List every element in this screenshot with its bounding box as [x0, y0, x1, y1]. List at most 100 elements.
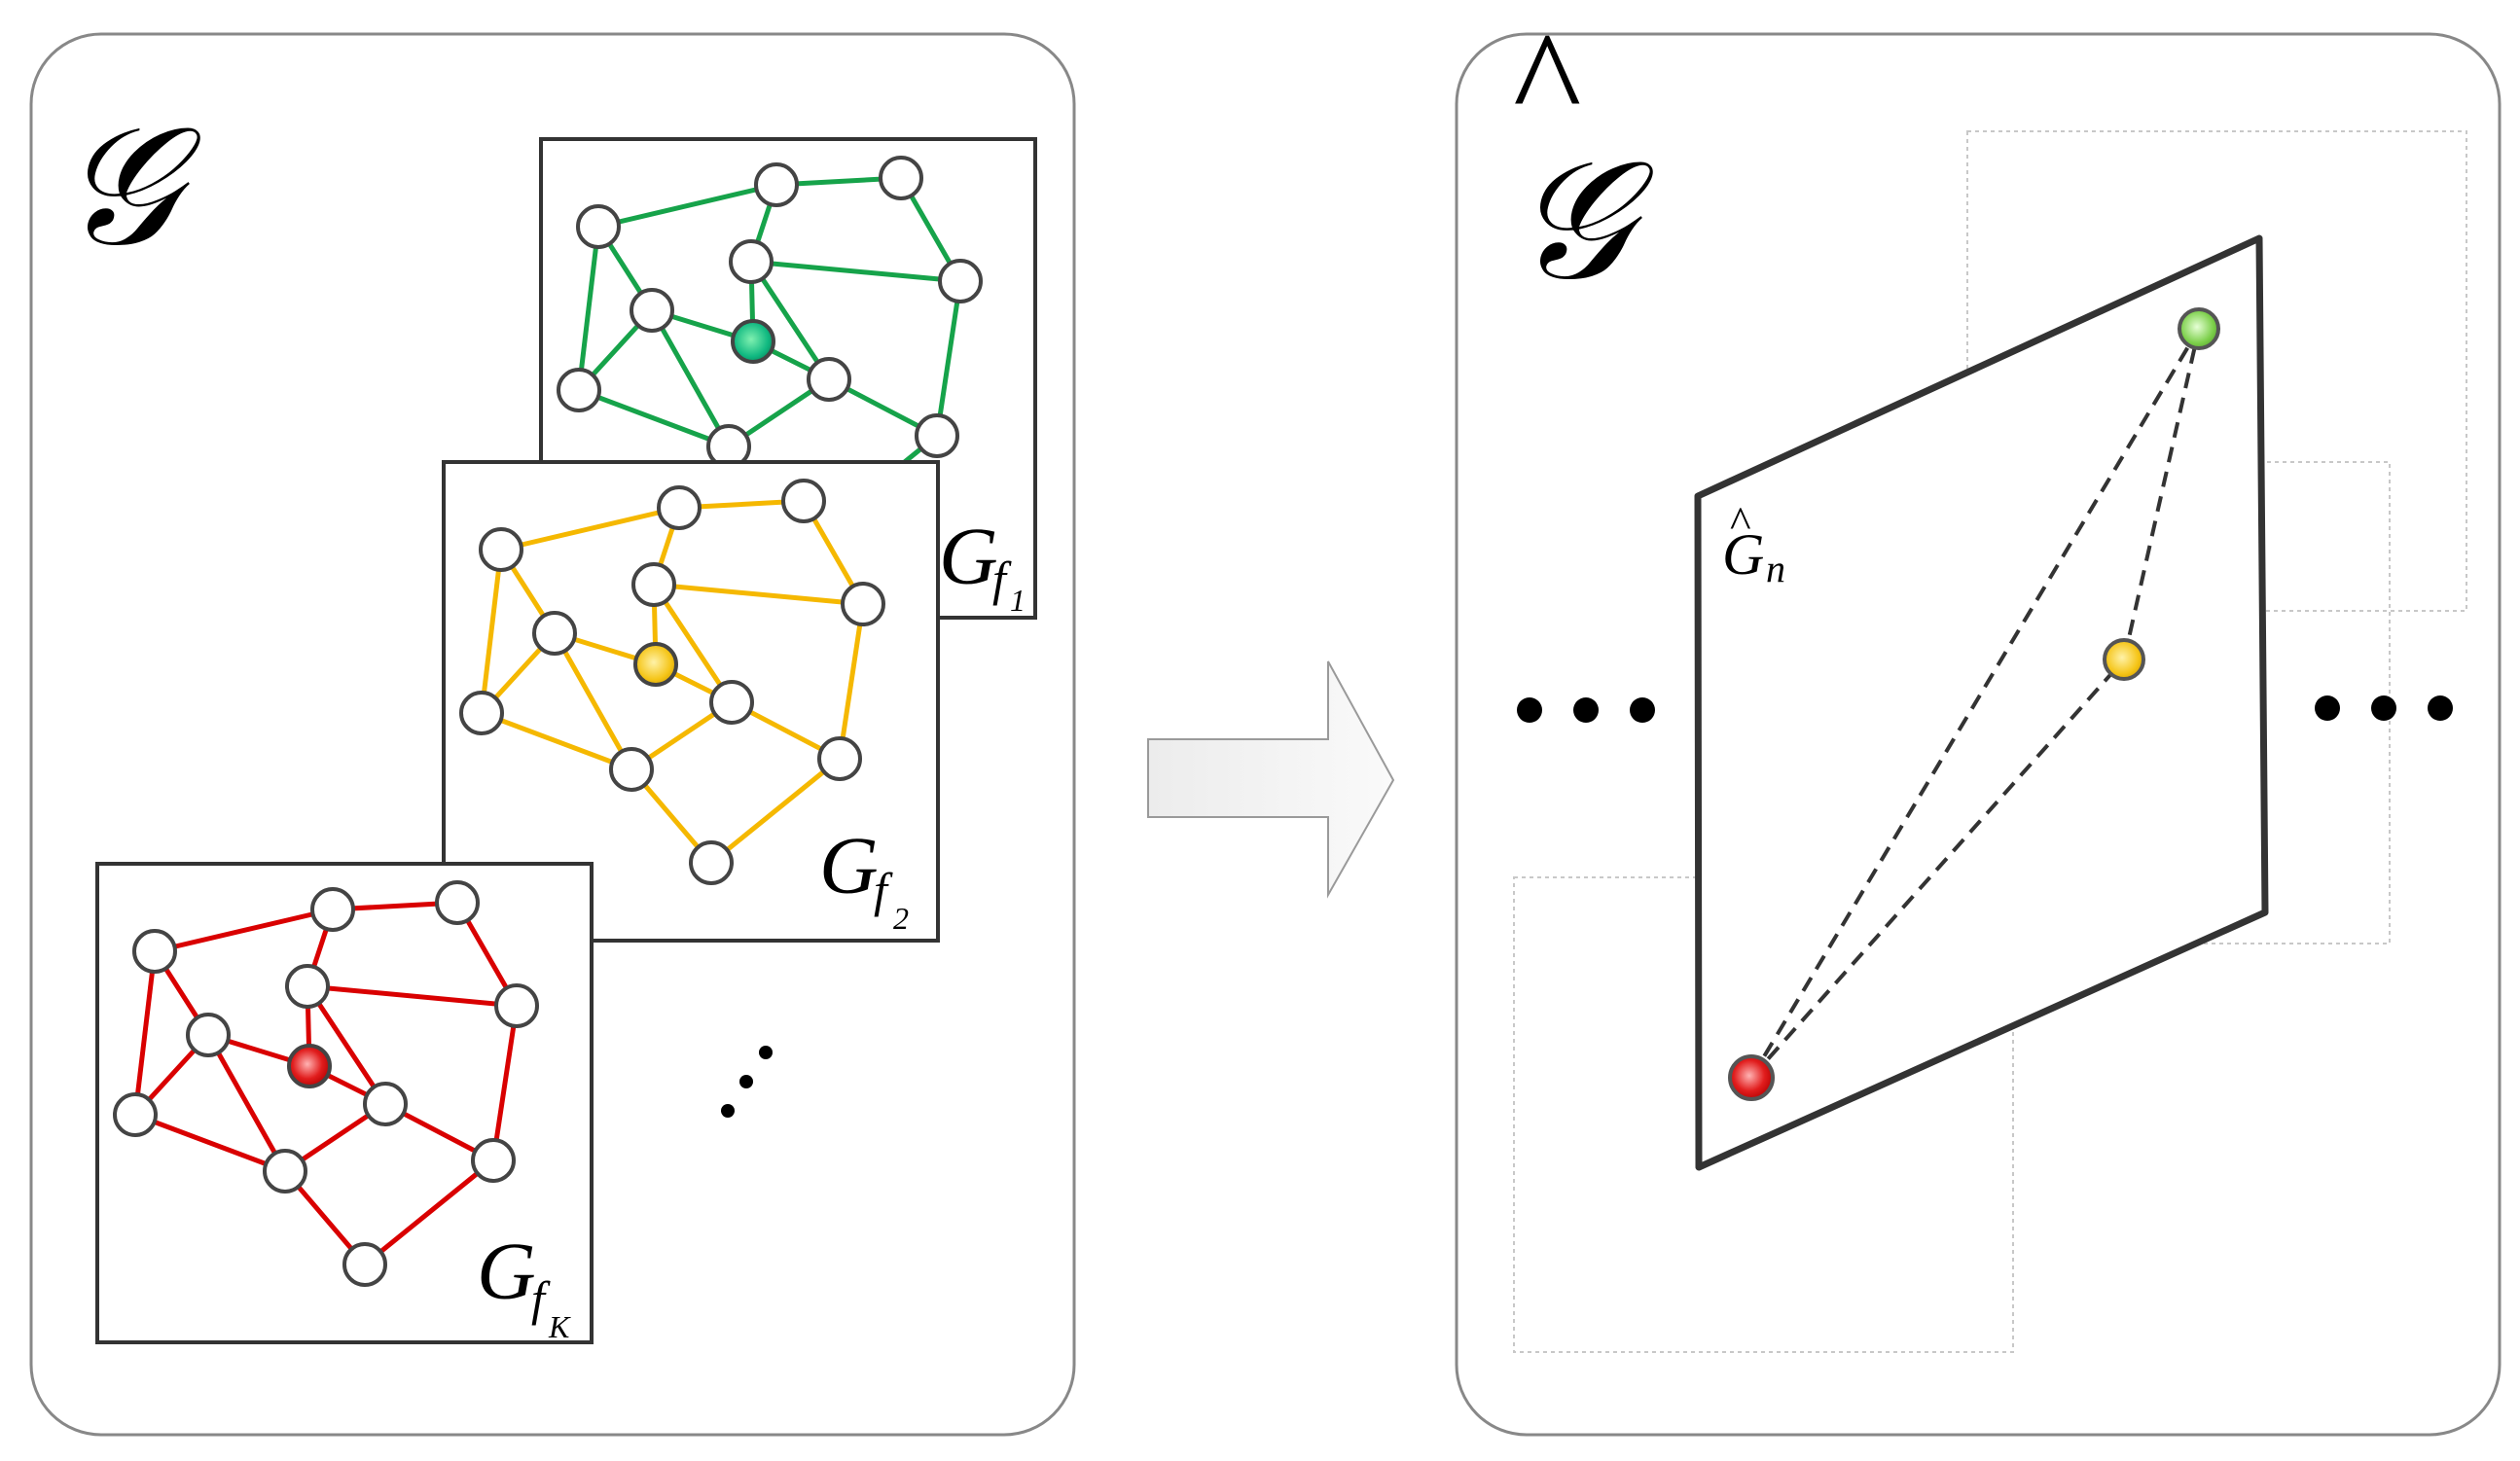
graph-f2-nodes	[459, 479, 885, 885]
graph-node	[186, 1013, 231, 1057]
graph-f1-label: G	[939, 512, 998, 602]
node-yellow	[2103, 638, 2145, 681]
graph-node	[113, 1092, 158, 1137]
graph-node	[709, 680, 754, 725]
graph-edge	[748, 260, 832, 381]
graph-node	[471, 1138, 516, 1183]
graph-node	[363, 1082, 408, 1126]
link-yellow-green	[2122, 328, 2201, 660]
graph-node	[576, 204, 621, 249]
graph-edge	[750, 259, 961, 284]
graph-fK-label-subsub: K	[548, 1309, 571, 1344]
graph-edge	[481, 710, 632, 772]
graph-node	[631, 562, 676, 607]
graph-node	[459, 691, 504, 735]
graph-edge	[837, 603, 866, 760]
transform-arrow	[1147, 660, 1395, 899]
plane-label-hat: ^	[1730, 497, 1751, 547]
graph-node	[557, 368, 601, 412]
graph-fK-label: G	[477, 1227, 536, 1317]
left-panel: 𝒢 G f 1 G f 2 G f K	[29, 32, 1076, 1437]
graph-node	[689, 840, 734, 885]
graph-edge	[576, 226, 601, 391]
graph-node	[915, 413, 959, 458]
graph-edge	[363, 1158, 495, 1266]
graph-edge	[500, 505, 680, 552]
graph-stack-ellipsis	[721, 1046, 773, 1118]
graph-node	[342, 1242, 387, 1287]
ellipsis-dot	[1517, 697, 1542, 723]
plane-links	[1749, 327, 2201, 1080]
ellipsis-dot	[2371, 695, 2396, 721]
ellipsis-dot	[1573, 697, 1599, 723]
graph-fK: G f K	[95, 862, 594, 1344]
graph-center-node	[633, 642, 678, 687]
graph-f2-label: G	[819, 821, 879, 911]
graph-center-node	[731, 319, 775, 364]
plane-label: G	[1722, 522, 1764, 587]
node-red	[1728, 1054, 1775, 1101]
right-panel-symbol: 𝒢	[1513, 130, 1654, 313]
background-plane-top-right	[1966, 130, 2467, 612]
graph-node	[807, 357, 851, 402]
graph-node	[754, 162, 799, 207]
graph-edge	[306, 983, 518, 1009]
graph-edge	[132, 950, 158, 1116]
graph-edge	[651, 583, 735, 704]
graph-node	[781, 479, 826, 523]
graph-node	[479, 527, 523, 572]
node-green	[2178, 307, 2220, 350]
right-panel: ^ 𝒢 ^ G n	[1455, 2, 2502, 1437]
ellipsis-dot	[2428, 695, 2453, 721]
ellipsis-dot	[1630, 697, 1655, 723]
graph-edge	[709, 757, 842, 865]
graph-edge	[479, 549, 504, 714]
graph-node	[435, 880, 480, 925]
plane-gn	[1694, 234, 2269, 1171]
graph-edge	[552, 631, 634, 771]
graph-node	[263, 1149, 307, 1194]
graph-node	[879, 156, 923, 200]
graph-node	[938, 259, 983, 303]
ellipsis-dot	[721, 1104, 735, 1118]
link-red-green	[1749, 327, 2201, 1080]
ellipsis-dot	[2315, 695, 2340, 721]
graph-fK-nodes	[113, 880, 539, 1287]
arrow-shape	[1147, 660, 1395, 899]
graph-node	[657, 485, 702, 530]
graph-f1-label-subsub: 1	[1010, 583, 1026, 618]
graph-node	[132, 929, 177, 974]
graph-edge	[653, 582, 864, 607]
plane-label-sub: n	[1766, 547, 1785, 590]
graph-node	[609, 747, 654, 792]
graph-edge	[649, 308, 732, 448]
graph-f1-nodes	[557, 156, 983, 562]
graph-node	[729, 239, 774, 284]
graph-node	[310, 887, 355, 932]
graph-edge	[490, 1005, 520, 1161]
right-ellipsis	[2315, 695, 2453, 721]
graph-edge	[305, 984, 388, 1106]
graph-center-node	[287, 1044, 332, 1088]
graph-edge	[134, 1112, 286, 1174]
graph-edge	[597, 182, 777, 230]
graph-node	[817, 736, 862, 781]
left-panel-symbol: 𝒢	[60, 96, 201, 279]
link-red-yellow	[1749, 658, 2126, 1080]
ellipsis-dot	[759, 1046, 773, 1059]
graph-node	[841, 582, 885, 626]
graph-f2-label-subsub: 2	[893, 901, 909, 936]
graph-f2: G f 2	[442, 460, 940, 943]
graph-node	[285, 964, 330, 1009]
graph-node	[532, 611, 577, 656]
graph-edge	[578, 387, 730, 449]
ellipsis-dot	[739, 1075, 753, 1088]
graph-node	[630, 288, 674, 333]
right-panel-hat: ^	[1513, 2, 1581, 163]
graph-edge	[934, 280, 963, 437]
graph-edge	[154, 907, 334, 954]
graph-node	[494, 983, 539, 1028]
left-ellipsis	[1517, 697, 1655, 723]
graph-edge	[205, 1033, 288, 1173]
